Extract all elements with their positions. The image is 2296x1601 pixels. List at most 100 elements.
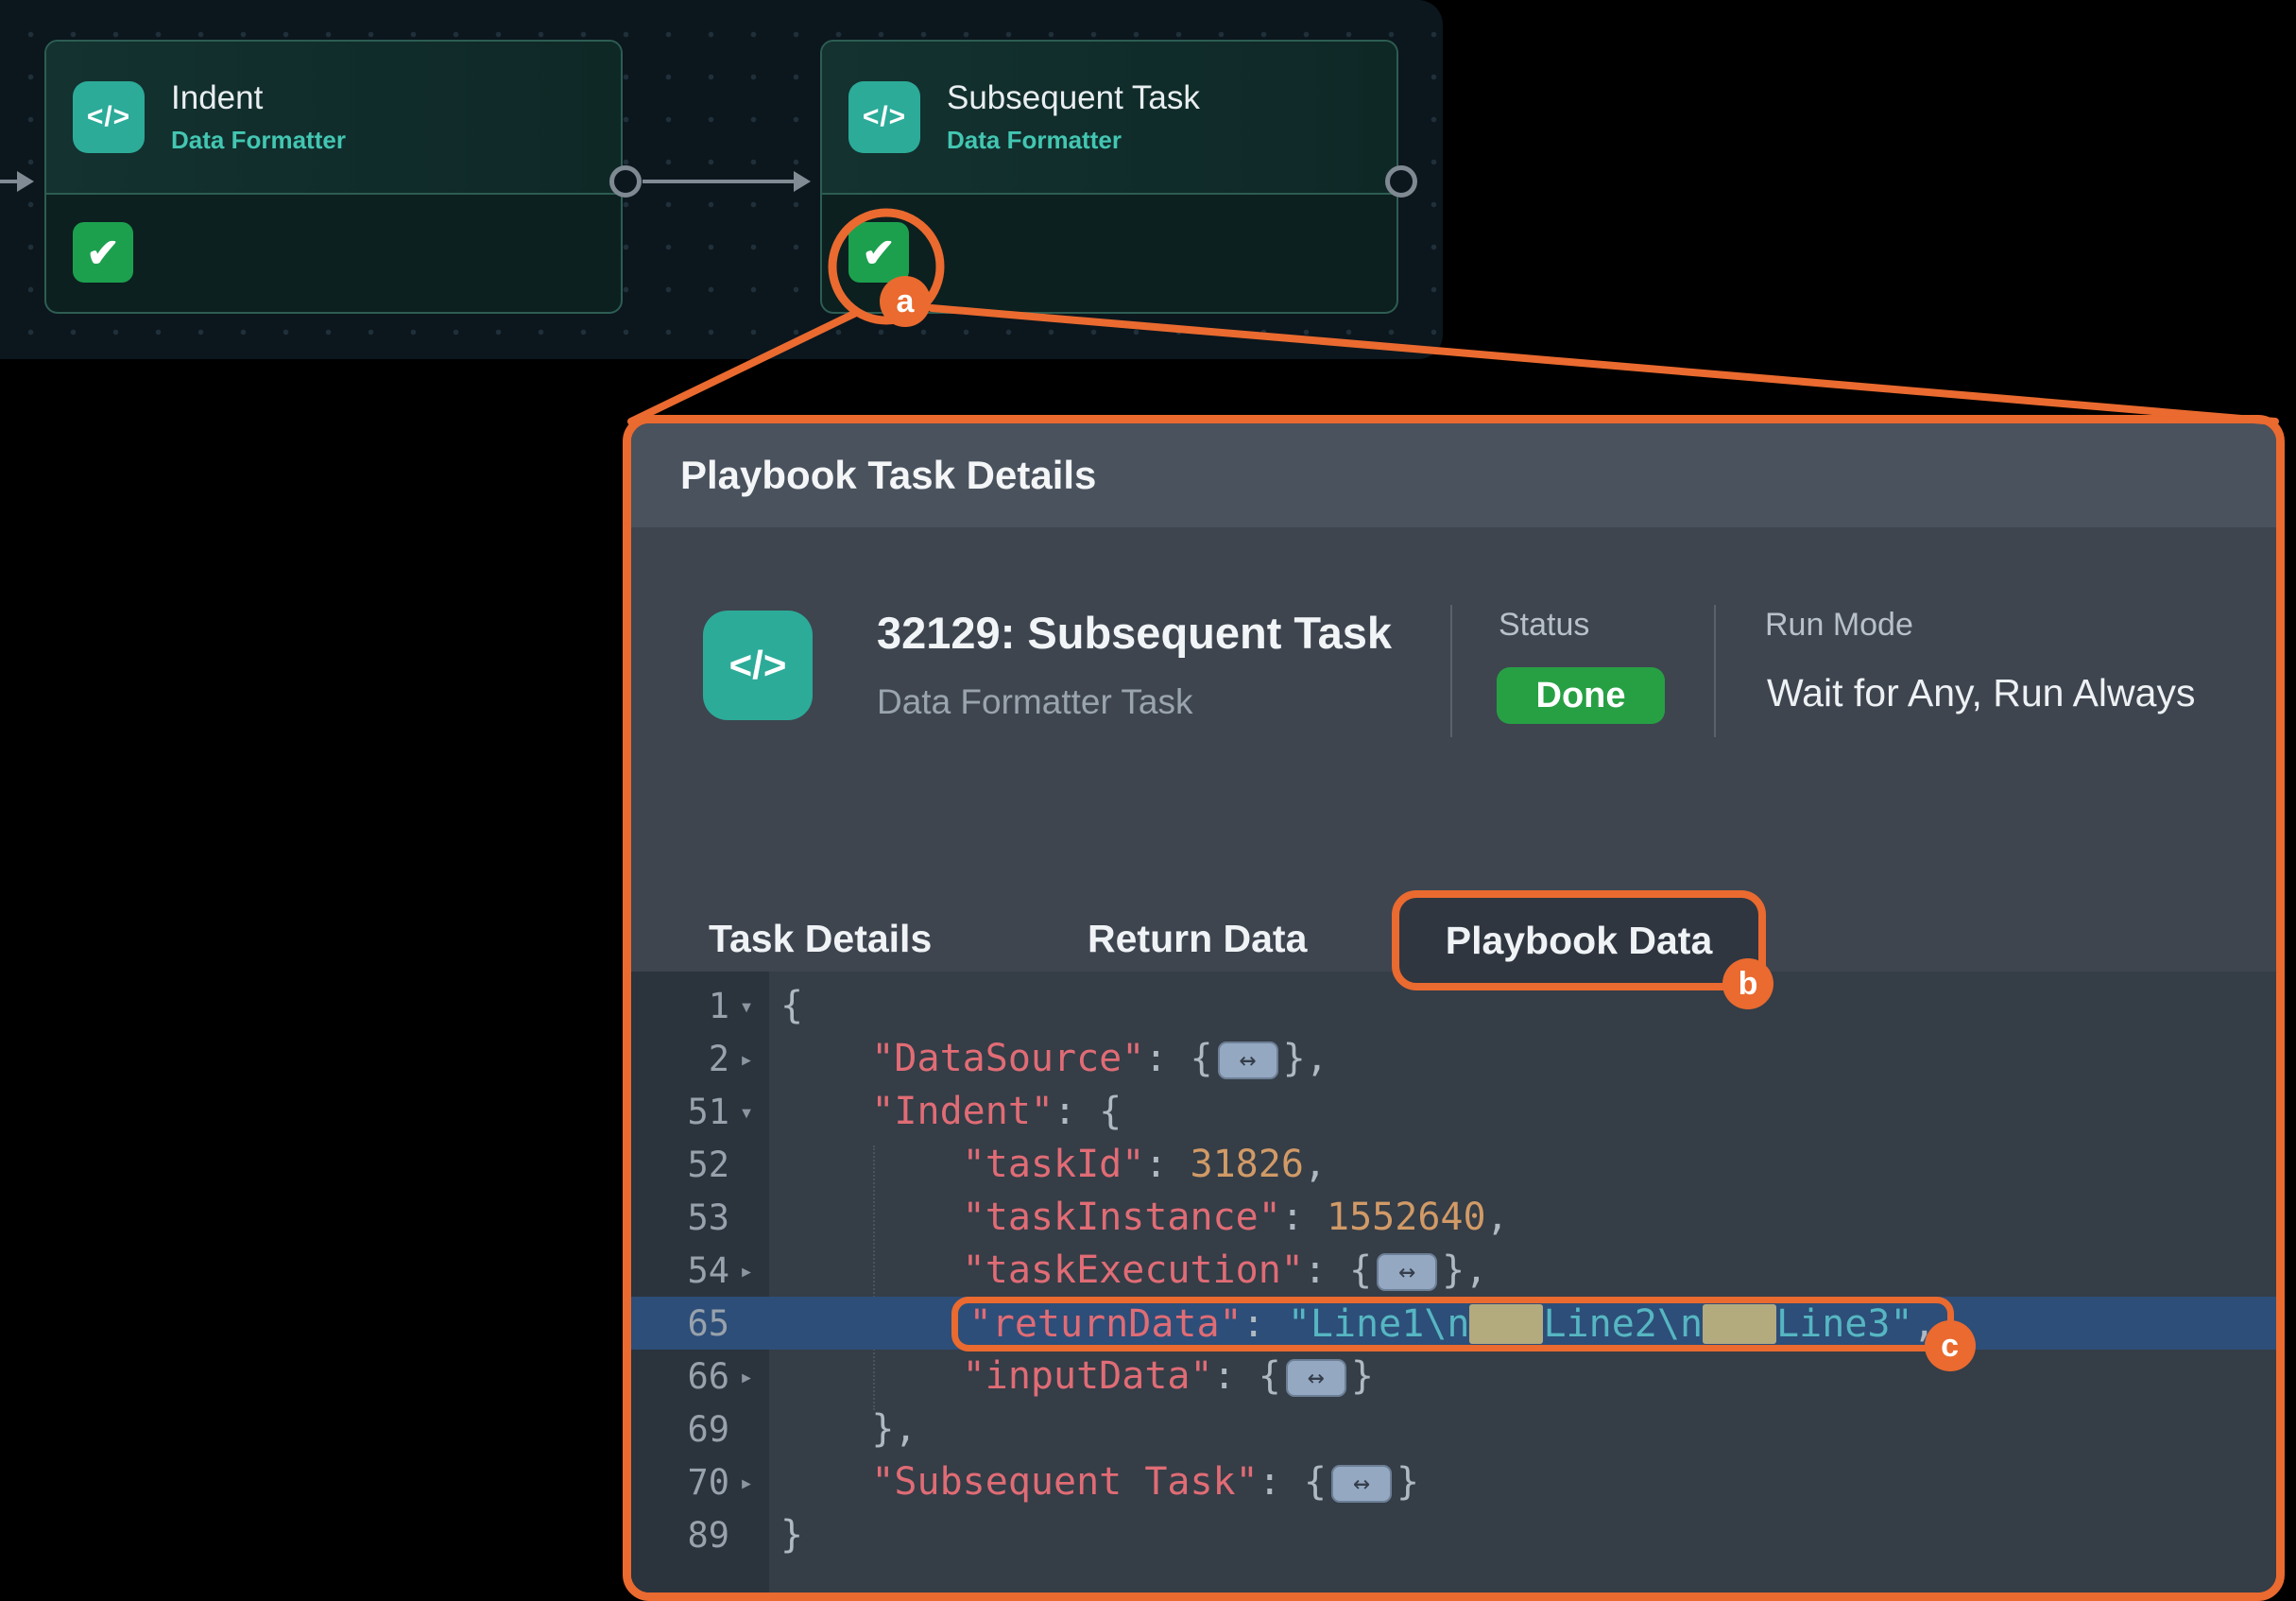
gutter: 89	[631, 1515, 769, 1556]
gutter: 69	[631, 1409, 769, 1450]
code-token: }	[780, 1513, 804, 1557]
fold-toggle-icon[interactable]: ▸	[739, 1362, 754, 1390]
node-titles: Indent Data Formatter	[171, 79, 346, 155]
code-icon: </>	[862, 101, 907, 132]
line-number: 51	[687, 1091, 729, 1132]
code-token: "taskId"	[962, 1143, 1145, 1186]
tab-playbook-data[interactable]: Playbook Data	[1445, 918, 1713, 962]
code-line: 53 "taskInstance": 1552640,	[631, 1191, 2276, 1244]
code-token: "taskInstance"	[962, 1196, 1281, 1239]
check-icon: ✔	[862, 230, 896, 275]
annotation-badge-c: c	[1924, 1319, 1976, 1371]
code-token	[780, 1037, 871, 1080]
task-success-check-icon[interactable]: ✔	[848, 222, 909, 283]
code-line-content: "Subsequent Task": {↔}	[769, 1455, 1419, 1508]
collapsed-object-toggle[interactable]: ↔	[1217, 1042, 1278, 1079]
node-status-bar: ✔	[46, 195, 621, 310]
node-header: </> Indent Data Formatter	[46, 42, 621, 195]
code-token: "Line1\n	[1287, 1301, 1470, 1346]
gutter: 70 ▸	[631, 1462, 769, 1503]
code-line: 70 ▸ "Subsequent Task": {↔}	[631, 1455, 2276, 1508]
code-token	[780, 1196, 963, 1239]
code-token: : {	[1144, 1037, 1213, 1080]
task-success-check-icon[interactable]: ✔	[73, 222, 133, 283]
data-formatter-icon: </>	[848, 81, 920, 153]
gutter: 65	[631, 1303, 769, 1344]
code-line-content: {	[769, 979, 803, 1032]
node-subtitle: Data Formatter	[171, 126, 346, 154]
output-port-indent[interactable]	[609, 165, 642, 198]
code-line-content: "Indent": {	[769, 1085, 1122, 1138]
code-token	[780, 1248, 963, 1292]
modal-title-bar: Playbook Task Details	[631, 423, 2276, 527]
divider	[1714, 605, 1716, 737]
node-header: </> Subsequent Task Data Formatter	[822, 42, 1396, 195]
tab-task-details[interactable]: Task Details	[709, 917, 933, 960]
gutter: 51 ▾	[631, 1092, 769, 1132]
task-node-subsequent-task[interactable]: </> Subsequent Task Data Formatter ✔	[820, 40, 1398, 314]
code-token: 1552640	[1326, 1196, 1486, 1239]
gutter: 2▸	[631, 1039, 769, 1079]
task-node-indent[interactable]: </> Indent Data Formatter ✔	[44, 40, 623, 314]
annotation-box-b: Playbook Data b	[1392, 890, 1773, 1009]
code-token: }	[1350, 1354, 1374, 1398]
code-token: "inputData"	[962, 1354, 1213, 1398]
modal-title: Playbook Task Details	[680, 453, 1097, 497]
code-editor: 1▾{2▸ "DataSource": {↔},51▾ "Indent": {5…	[631, 972, 2276, 1592]
fold-toggle-icon[interactable]: ▸	[739, 1044, 754, 1073]
line-number: 53	[687, 1196, 729, 1238]
task-title: 32129: Subsequent Task	[877, 608, 1393, 658]
code-token: "taskExecution"	[962, 1248, 1304, 1292]
gutter: 54▸	[631, 1250, 769, 1291]
node-titles: Subsequent Task Data Formatter	[947, 79, 1200, 155]
whitespace-highlight	[1703, 1303, 1777, 1344]
modal-body: </> 32129: Subsequent Task Data Formatte…	[631, 527, 2276, 1592]
gutter: 66 ▸	[631, 1356, 769, 1397]
code-line: 89}	[631, 1508, 2276, 1561]
collapsed-object-toggle[interactable]: ↔	[1377, 1253, 1438, 1291]
code-token: "Indent"	[871, 1090, 1054, 1133]
code-token: Line2\n	[1543, 1301, 1704, 1346]
code-lines: 1▾{2▸ "DataSource": {↔},51▾ "Indent": {5…	[631, 979, 2276, 1561]
code-line: 2▸ "DataSource": {↔},	[631, 1032, 2276, 1085]
code-icon: </>	[728, 643, 787, 687]
code-line-content: "inputData": {↔}	[769, 1350, 1374, 1403]
code-token: : {	[1303, 1248, 1373, 1292]
code-line: 66 ▸ "inputData": {↔}	[631, 1350, 2276, 1403]
fold-toggle-icon[interactable]: ▸	[739, 1468, 754, 1496]
code-token	[780, 1143, 963, 1186]
code-token: }	[1396, 1460, 1420, 1504]
code-line-content: }	[769, 1508, 803, 1561]
task-subtitle: Data Formatter Task	[877, 682, 1193, 721]
annotation-badge-b: b	[1722, 958, 1773, 1009]
collapsed-object-toggle[interactable]: ↔	[1285, 1359, 1346, 1397]
code-token	[780, 1300, 963, 1344]
code-line-content: },	[769, 1403, 917, 1455]
tab-return-data[interactable]: Return Data	[1088, 917, 1308, 960]
code-line-content: "taskId": 31826,	[769, 1138, 1327, 1191]
task-type-icon: </>	[703, 611, 813, 720]
divider	[1450, 605, 1452, 737]
code-token: 31826	[1190, 1143, 1304, 1186]
fold-toggle-icon[interactable]: ▾	[739, 991, 754, 1020]
code-token: },	[1442, 1248, 1488, 1292]
run-mode-label: Run Mode	[1765, 607, 1913, 643]
line-number: 65	[687, 1302, 729, 1344]
line-number: 66	[687, 1355, 729, 1397]
line-number: 70	[687, 1461, 729, 1503]
fold-toggle-icon[interactable]: ▸	[739, 1256, 754, 1284]
run-mode-value: Wait for Any, Run Always	[1767, 671, 2196, 714]
status-label: Status	[1499, 607, 1590, 643]
code-token: : {	[1258, 1460, 1327, 1504]
whitespace-highlight	[1469, 1303, 1544, 1344]
gutter: 1▾	[631, 986, 769, 1026]
fold-toggle-icon[interactable]: ▾	[739, 1097, 754, 1126]
playbook-canvas: </> Indent Data Formatter ✔ </> Subsequ	[0, 0, 1443, 359]
line-number: 1	[708, 985, 729, 1026]
collapsed-object-toggle[interactable]: ↔	[1330, 1465, 1392, 1503]
output-port-subsequent-task[interactable]	[1385, 165, 1417, 198]
code-token: Line3"	[1776, 1301, 1913, 1346]
